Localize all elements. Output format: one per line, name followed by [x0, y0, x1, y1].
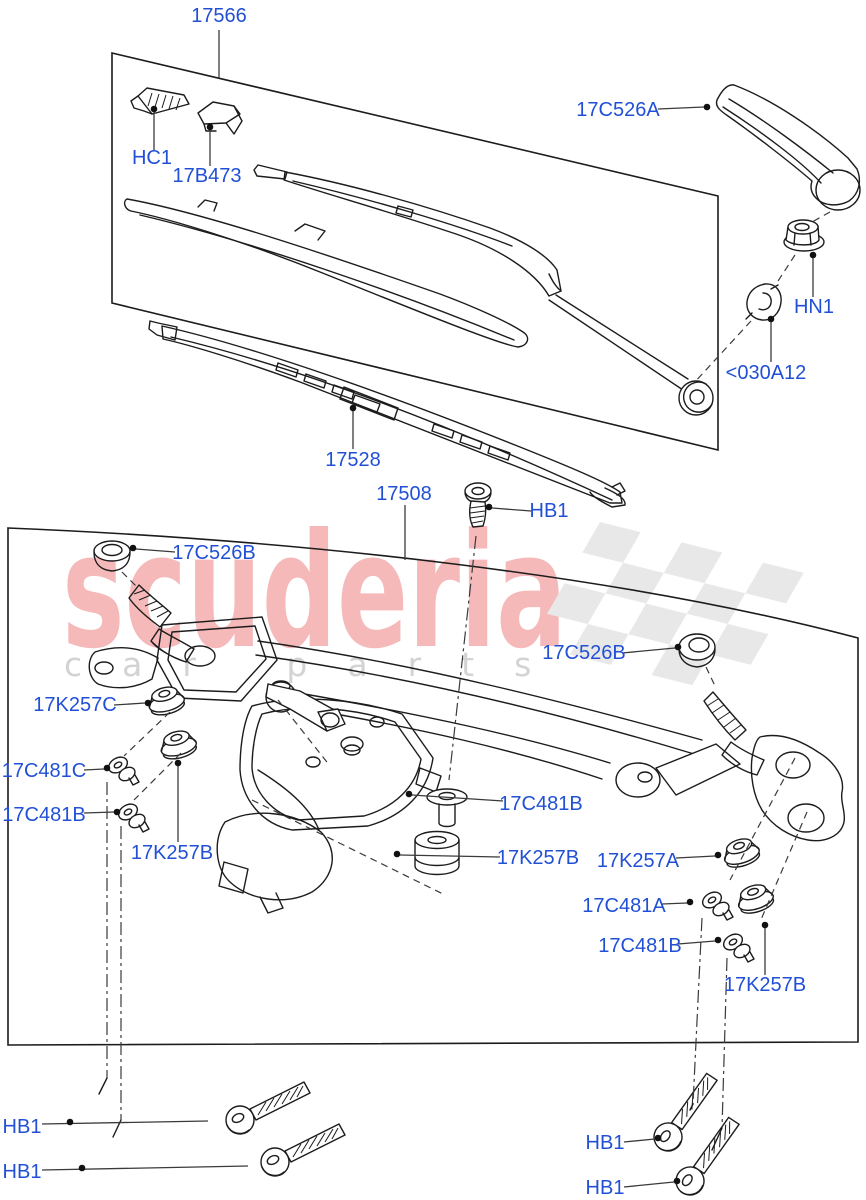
- pivot-clip-030a12: [745, 283, 782, 321]
- callout-17k257a[interactable]: 17K257A: [597, 850, 680, 872]
- grommet-17k257a: [719, 833, 764, 872]
- wiper-arm: [253, 164, 714, 416]
- callout-17528[interactable]: 17528: [325, 449, 381, 471]
- motor-crank: [265, 683, 364, 756]
- callout-hb1-bl1[interactable]: HB1: [3, 1116, 42, 1138]
- lower-assembly-box: [7, 527, 859, 1046]
- grommet-17k257b-right: [733, 879, 778, 918]
- bushing-17k257b-mid: [414, 830, 460, 876]
- bolt-hb1-bottom-left-2: [260, 1123, 346, 1177]
- callout-hn1[interactable]: HN1: [794, 296, 834, 318]
- bolt-hb1-top: [464, 482, 492, 528]
- callout-17c526a[interactable]: 17C526A: [576, 99, 660, 121]
- left-pivot-cap-17c526b: [93, 540, 131, 572]
- blade-clip-17b473: [197, 101, 243, 135]
- left-pivot-shaft: [128, 584, 195, 663]
- grommet-17k257b-left: [156, 726, 200, 763]
- screw-17c481c: [105, 753, 140, 786]
- callout-hb1-top[interactable]: HB1: [530, 500, 569, 522]
- callout-hc1[interactable]: HC1: [132, 147, 172, 169]
- bushing-17c481b-mid: [426, 788, 468, 828]
- bolt-hb1-bottom-left-1: [225, 1081, 311, 1135]
- callout-17566[interactable]: 17566: [191, 5, 247, 27]
- upper-assembly-box: [111, 51, 719, 452]
- left-pivot-plate: [88, 616, 278, 702]
- arm-cover-17c526a: [715, 84, 861, 211]
- wiper-blade-17528: [148, 320, 626, 508]
- callout-17c481b-right[interactable]: 17C481B: [598, 935, 681, 957]
- callout-030a12[interactable]: <030A12: [726, 362, 807, 384]
- upper-axis-dashes: [692, 211, 831, 385]
- callout-17c526b-right[interactable]: 17C526B: [542, 642, 625, 664]
- arm-clip-hc1: [130, 87, 190, 115]
- callout-17508[interactable]: 17508: [376, 483, 432, 505]
- callout-17c526b-left[interactable]: 17C526B: [172, 542, 255, 564]
- right-pivot-shaft: [703, 691, 765, 776]
- callout-17k257c[interactable]: 17K257C: [33, 694, 116, 716]
- wiper-arm-spoiler: [123, 198, 529, 348]
- callout-17c481c[interactable]: 17C481C: [2, 760, 87, 782]
- screw-17c481b-right: [720, 930, 755, 963]
- callout-leaders: [41, 30, 817, 1188]
- assembly-axis-lines: [98, 535, 808, 1151]
- callout-17c481a[interactable]: 17C481A: [582, 895, 666, 917]
- callout-17k257b-left[interactable]: 17K257B: [131, 842, 213, 864]
- callout-17b473[interactable]: 17B473: [173, 165, 242, 187]
- callout-hb1-br1[interactable]: HB1: [586, 1132, 625, 1154]
- callout-17c481b-mid[interactable]: 17C481B: [499, 793, 582, 815]
- right-mount-bracket: [750, 734, 846, 842]
- grommet-17k257c: [144, 682, 188, 719]
- right-pivot-cap-17c526b: [678, 633, 716, 668]
- wiper-motor: [216, 769, 333, 914]
- screw-17c481a: [699, 888, 734, 921]
- callout-17k257b-mid[interactable]: 17K257B: [497, 847, 579, 869]
- callout-hb1-bl2[interactable]: HB1: [3, 1161, 42, 1183]
- callout-17c481b-left[interactable]: 17C481B: [2, 804, 85, 826]
- pivot-nut-hn1: [783, 219, 825, 252]
- callout-17k257b-right[interactable]: 17K257B: [724, 974, 806, 996]
- callout-hb1-br2[interactable]: HB1: [586, 1177, 625, 1199]
